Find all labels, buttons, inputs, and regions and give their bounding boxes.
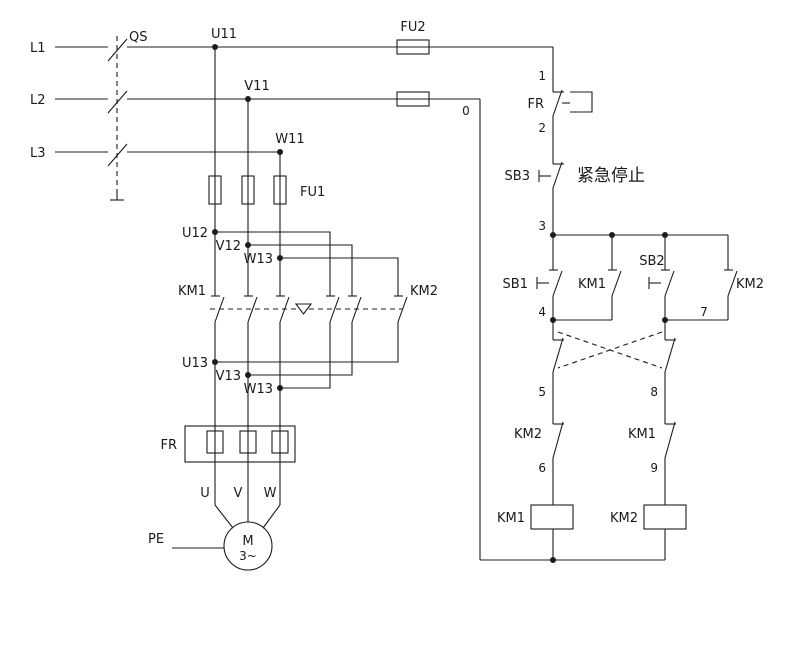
label-fu1: FU1 — [300, 185, 325, 200]
label-node-5: 5 — [538, 385, 546, 399]
fu2-control-fuses — [396, 39, 430, 107]
motor-feed-wires — [214, 322, 399, 522]
label-km1-coil: KM1 — [497, 511, 525, 526]
phase-lead-wires — [55, 46, 108, 153]
label-terminal-w: W — [264, 486, 277, 501]
label-node-8: 8 — [650, 385, 658, 399]
km2-coil — [643, 504, 687, 560]
fr-overload-contact — [552, 89, 593, 117]
button-interlock-nc-left — [552, 320, 564, 424]
label-w12: W13 — [244, 252, 273, 267]
label-motor-phase: 3~ — [239, 549, 257, 563]
km1-seal-in-contact — [608, 235, 622, 320]
label-node-4: 4 — [538, 305, 546, 319]
label-sb3: SB3 — [505, 169, 530, 184]
phase-bus-wires — [127, 46, 553, 296]
label-node-0: 0 — [462, 104, 470, 118]
control-circuit: 0 1 2 3 4 5 6 7 8 9 FR SB3 紧急停止 SB1 KM1 … — [462, 47, 764, 563]
label-u13: U13 — [182, 356, 208, 371]
sb1-start-forward-button — [536, 235, 563, 320]
label-node-1: 1 — [538, 69, 546, 83]
km2-seal-in-contact — [724, 235, 738, 320]
label-node-3: 3 — [538, 219, 546, 233]
label-u11: U11 — [211, 27, 237, 42]
label-node-6: 6 — [538, 461, 546, 475]
label-fu2: FU2 — [400, 20, 425, 35]
label-u12: U12 — [182, 226, 208, 241]
label-motor-m: M — [242, 534, 253, 549]
label-sb1: SB1 — [503, 277, 528, 292]
label-l3: L3 — [30, 146, 46, 161]
label-qs: QS — [129, 30, 147, 45]
label-l1: L1 — [30, 41, 46, 56]
label-terminal-u: U — [200, 486, 210, 501]
label-node-7: 7 — [700, 305, 708, 319]
label-v12: V12 — [216, 239, 241, 254]
label-v11: V11 — [244, 79, 269, 94]
label-node-9: 9 — [650, 461, 658, 475]
label-sb2: SB2 — [639, 254, 664, 269]
linkage-triangle-icon — [294, 303, 313, 315]
power-circuit: L1 L2 L3 QS U11 V11 W11 FU2 FU1 U12 V12 … — [30, 20, 553, 571]
label-v13: V13 — [216, 369, 241, 384]
button-interlock-nc-right — [664, 320, 676, 424]
label-w11: W11 — [275, 132, 304, 147]
label-l2: L2 — [30, 93, 46, 108]
motor-circle — [223, 521, 273, 571]
km1-interlock-nc-contact — [664, 421, 676, 505]
control-rail-wires — [479, 47, 728, 561]
km2-branch-top-wires — [215, 231, 399, 296]
power-junction-dots — [212, 44, 283, 391]
fr-thermal-relay — [184, 425, 296, 463]
sb2-start-reverse-button — [648, 235, 675, 320]
qs-disconnect-switch — [107, 36, 128, 201]
label-pe: PE — [148, 532, 164, 547]
mechanical-interlock-cross-link — [557, 331, 663, 369]
label-km1-seal: KM1 — [578, 277, 606, 292]
label-terminal-v: V — [234, 486, 243, 501]
label-km1-interlock: KM1 — [628, 427, 656, 442]
label-km2-coil: KM2 — [610, 511, 638, 526]
km2-interlock-nc-contact — [552, 421, 564, 505]
fu1-main-fuses — [208, 175, 287, 205]
label-fr-power: FR — [160, 438, 177, 453]
motor — [172, 504, 281, 571]
label-node-2: 2 — [538, 121, 546, 135]
km1-coil — [530, 504, 574, 560]
contactor-mechanical-linkage — [210, 303, 402, 315]
label-km2-interlock: KM2 — [514, 427, 542, 442]
label-km2-seal: KM2 — [736, 277, 764, 292]
label-emergency-stop-text: 紧急停止 — [577, 166, 645, 186]
label-km2-main: KM2 — [410, 284, 438, 299]
control-junction-dots — [550, 232, 668, 563]
sb3-emergency-stop-button — [538, 161, 564, 189]
label-fr-contact: FR — [527, 97, 544, 112]
label-km1-main: KM1 — [178, 284, 206, 299]
label-w13: W13 — [244, 382, 273, 397]
